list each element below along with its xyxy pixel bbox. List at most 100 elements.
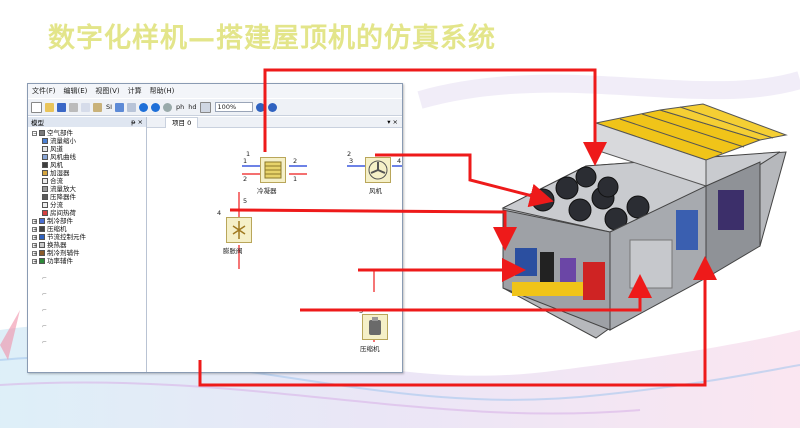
document-tab-bar: 项目 0 ▾ × (147, 117, 402, 128)
tree-item[interactable]: + 功率辅件 (32, 257, 73, 265)
unit-selector[interactable]: SI (106, 103, 113, 111)
tree-item[interactable]: 风道 (42, 145, 63, 153)
menu-calc[interactable]: 计算 (127, 87, 142, 95)
component-label: 风机 (369, 187, 382, 195)
compressor-icon (369, 317, 381, 335)
calculator-icon[interactable] (199, 101, 211, 113)
tree-item[interactable]: 风机曲线 (42, 153, 76, 161)
tree-item[interactable]: + 制冷剂辅件 (32, 249, 80, 257)
tree-item[interactable]: 流量缩小 (42, 137, 76, 145)
rooftop-unit-model (501, 103, 788, 339)
component-number: 4 (217, 209, 222, 217)
toolbar: SI ph hd 100% (28, 99, 402, 116)
heat-exchanger-icon (264, 161, 282, 179)
save-icon[interactable] (57, 102, 66, 112)
menu-help[interactable]: 帮助(H) (149, 87, 175, 95)
tree-item[interactable]: 合流 (42, 177, 63, 185)
redo-icon[interactable] (127, 102, 137, 112)
tree-expander-icon[interactable]: + (32, 234, 38, 241)
tree-panel-pin-close[interactable]: ᵽ × (131, 118, 143, 126)
port-number: 2 (243, 175, 248, 183)
tree-item-label: 风机 (50, 161, 63, 169)
diagram-canvas[interactable]: 项目 0 ▾ × (147, 117, 402, 372)
ph-chart-button[interactable]: ph (176, 103, 185, 111)
tree-expander-icon[interactable]: + (32, 218, 38, 225)
component-type-icon (39, 258, 45, 264)
port-number: 1 (243, 157, 248, 165)
undo-icon[interactable] (115, 102, 125, 112)
component-label: 压缩机 (360, 345, 380, 353)
component-type-icon (42, 194, 48, 200)
hd-chart-button[interactable]: hd (188, 103, 197, 111)
blue-panel (515, 248, 537, 276)
connector-arrows (198, 68, 717, 387)
component-number: 1 (246, 150, 251, 158)
tree-item-label: 风道 (50, 145, 63, 153)
copy-icon[interactable] (81, 102, 90, 112)
tab-close-button[interactable]: ▾ × (387, 118, 398, 126)
paste-icon[interactable] (93, 102, 102, 112)
new-file-icon[interactable] (31, 101, 42, 113)
component-type-icon (39, 226, 45, 232)
component-type-icon (42, 138, 48, 144)
tree-item-label: 流量放大 (50, 185, 76, 193)
menu-file[interactable]: 文件(F) (32, 87, 56, 95)
tree-item[interactable]: 压降器件 (42, 193, 76, 201)
zoom-in-icon[interactable] (255, 102, 265, 112)
valve-icon (232, 221, 246, 239)
tree-expander-icon[interactable]: + (32, 242, 38, 249)
tree-item-label: 分流 (50, 201, 63, 209)
cut-icon[interactable] (69, 102, 78, 112)
component-3[interactable] (362, 314, 388, 340)
component-1[interactable] (260, 157, 286, 183)
component-type-icon (39, 250, 45, 256)
component-label: 冷凝器 (257, 187, 277, 195)
component-2[interactable] (365, 157, 391, 183)
port-number: 1 (293, 175, 298, 183)
tree-item[interactable]: 加湿器 (42, 169, 70, 177)
tree-item[interactable]: + 节流控制元件 (32, 233, 86, 241)
tree-expander-icon[interactable]: + (32, 258, 38, 265)
tab-project-0[interactable]: 项目 0 (165, 117, 199, 128)
menu-edit[interactable]: 编辑(E) (63, 87, 88, 95)
component-type-icon (42, 178, 48, 184)
tree-item[interactable]: + 压缩机 (32, 225, 67, 233)
tree-item[interactable]: 分流 (42, 201, 63, 209)
condenser-to-fan-arrow (263, 68, 607, 166)
menu-view[interactable]: 视图(V) (95, 87, 120, 95)
settings-icon[interactable] (163, 102, 173, 112)
tree-item-label: 节流控制元件 (47, 233, 86, 241)
tree-item-label: 压缩机 (47, 225, 67, 233)
component-type-icon (39, 218, 45, 224)
component-4[interactable] (226, 217, 252, 243)
tree-item[interactable]: + 制冷部件 (32, 217, 73, 225)
tree-item[interactable]: 风机 (42, 161, 63, 169)
tree-item-label: 功率辅件 (47, 257, 73, 265)
tree-expander-icon[interactable]: − (32, 130, 38, 137)
fan6-to-unit-arrow (198, 256, 717, 387)
menu-bar: 文件(F) 编辑(E) 视图(V) 计算 帮助(H) (28, 84, 402, 98)
tree-item-label: 风机曲线 (50, 153, 76, 161)
open-folder-icon[interactable] (45, 102, 54, 112)
run-icon[interactable] (151, 102, 161, 112)
tree-expander-icon[interactable]: + (32, 250, 38, 257)
valve-to-unit-arrow (229, 208, 517, 251)
component-type-icon (42, 162, 48, 168)
tree-item-label: 制冷剂辅件 (47, 249, 80, 257)
component-type-icon (39, 130, 45, 136)
tree-item[interactable]: −空气部件 (32, 129, 73, 137)
tree-expander-icon[interactable]: + (32, 226, 38, 233)
tree-item[interactable]: 流量放大 (42, 185, 76, 193)
tree-item-label: 流量缩小 (50, 137, 76, 145)
tree-item[interactable]: +换热器 (32, 241, 67, 249)
tree-panel-header: 模型 ᵽ × (28, 117, 146, 127)
zoom-value: 100% (217, 103, 237, 111)
tree-item-label: 制冷部件 (47, 217, 73, 225)
zoom-out-icon[interactable] (267, 102, 277, 112)
step-icon[interactable] (139, 102, 149, 112)
tree-item[interactable]: 房间热荷 (42, 209, 76, 217)
zoom-select[interactable]: 100% (214, 102, 253, 112)
tree-guide-mark: ⌐ (42, 323, 48, 330)
